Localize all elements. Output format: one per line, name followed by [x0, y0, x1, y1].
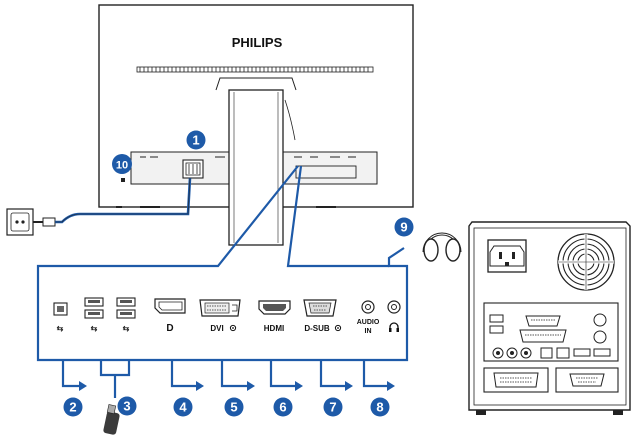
usb-icon: ⇆: [57, 324, 64, 333]
d-sub-port: D-SUB: [303, 299, 342, 333]
usb-icon: ⇆: [91, 324, 98, 333]
callout-badge-5: 5: [224, 397, 244, 417]
callout-number: 2: [69, 400, 76, 415]
callout-number: 6: [279, 400, 286, 415]
digital-icon: [229, 324, 237, 332]
callout-number: 1: [192, 133, 199, 148]
callout-badge-circle: [323, 397, 343, 417]
pc-fan: [557, 233, 615, 291]
brand-logo: PHILIPS: [232, 35, 283, 50]
usb-icon: ⇆: [123, 324, 130, 333]
d-sub-label: D-SUB: [304, 324, 330, 333]
pc-power-inlet: [487, 239, 527, 273]
callout-badge-6: 6: [273, 397, 293, 417]
callout-badge-circle: [394, 217, 414, 237]
callout-badge-1: 1: [186, 130, 206, 150]
callout-badge-8: 8: [370, 397, 390, 417]
usb-upstream-port: ⇆: [53, 302, 68, 333]
hdmi-label: HDMI: [264, 324, 284, 333]
callout-badge-circle: [112, 154, 132, 174]
callout-badge-circle: [63, 397, 83, 417]
callout-number: 8: [376, 400, 383, 415]
callout-badge-circle: [173, 397, 193, 417]
audio-label-line1: AUDIO: [357, 319, 380, 326]
headphone-icon: [389, 322, 399, 330]
analog-icon: [334, 324, 342, 332]
audio-label-line2: IN: [365, 328, 372, 335]
callout-badge-circle: [273, 397, 293, 417]
displayport: D: [154, 298, 186, 334]
callout-badge-circle: [186, 130, 206, 150]
callout-number: 4: [179, 400, 187, 415]
callout-badge-9: 9: [394, 217, 414, 237]
callout-number: 7: [329, 400, 336, 415]
dvi-port: DVI: [199, 299, 241, 333]
connector-panel: ⇆ ⇆ ⇆ D DVI: [53, 297, 401, 335]
headphones: [422, 232, 462, 262]
hdmi-port: HDMI: [258, 300, 291, 333]
audio-in-jack: AUDIO IN: [357, 300, 380, 335]
callout-lines: [36, 165, 409, 398]
callout-badge-7: 7: [323, 397, 343, 417]
callout-badges: 1 2 3 4 5 6 7 8 9 10: [63, 130, 414, 417]
callout-number: 5: [230, 400, 237, 415]
monitor-rear: PHILIPS: [98, 4, 414, 246]
callout-badge-circle: [117, 396, 137, 416]
usb-drive: [103, 404, 120, 435]
callout-badge-10: 10: [112, 154, 132, 174]
callout-badge-3: 3: [117, 396, 137, 416]
callout-number: 3: [123, 399, 130, 414]
headphone-jack: [387, 300, 401, 332]
dvi-label: DVI: [210, 324, 223, 333]
callout-badge-4: 4: [173, 397, 193, 417]
wall-socket: [6, 208, 56, 236]
callout-badge-circle: [224, 397, 244, 417]
callout-badge-circle: [370, 397, 390, 417]
callout-number: 9: [400, 220, 407, 235]
callout-number: 10: [116, 160, 128, 172]
pc-tower: [468, 221, 631, 415]
callout-badge-2: 2: [63, 397, 83, 417]
displayport-icon: D: [166, 323, 173, 334]
usb-downstream-ports: ⇆ ⇆: [84, 297, 136, 333]
callout-arrowheads: [79, 381, 395, 391]
